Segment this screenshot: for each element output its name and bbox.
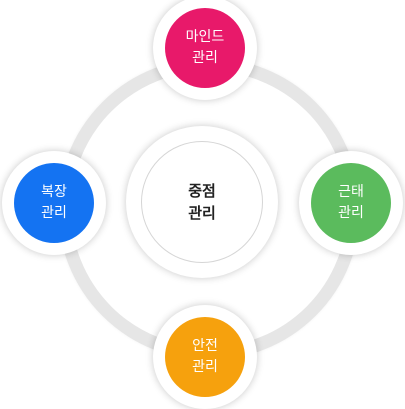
attire-management-node: 복장 관리 xyxy=(14,163,94,243)
safety-management-node: 안전 관리 xyxy=(165,317,245,397)
mind-management-line1: 마인드 xyxy=(185,29,225,45)
center-node-halo: 중점 관리 xyxy=(126,126,278,278)
safety-management-line2: 관리 xyxy=(192,359,218,375)
attire-management-line1: 복장 xyxy=(41,184,67,200)
mind-management-node: 마인드 관리 xyxy=(165,8,245,88)
mind-management-label: 마인드 관리 xyxy=(186,27,225,69)
attire-management-line2: 관리 xyxy=(41,205,67,221)
mind-management-node-halo: 마인드 관리 xyxy=(153,0,257,100)
attendance-management-label: 근태 관리 xyxy=(338,182,364,224)
center-node-line2: 관리 xyxy=(188,204,216,222)
attendance-management-node-halo: 근태 관리 xyxy=(299,151,403,255)
attendance-management-line1: 근태 xyxy=(338,184,364,200)
center-node-label: 중점 관리 xyxy=(188,180,216,224)
safety-management-node-halo: 안전 관리 xyxy=(153,305,257,409)
safety-management-label: 안전 관리 xyxy=(192,336,218,378)
safety-management-line1: 안전 xyxy=(192,338,218,354)
center-node: 중점 관리 xyxy=(141,141,263,263)
attire-management-node-halo: 복장 관리 xyxy=(2,151,106,255)
center-node-line1: 중점 xyxy=(188,182,216,200)
attendance-management-line2: 관리 xyxy=(338,205,364,221)
mind-management-line2: 관리 xyxy=(192,50,218,66)
attire-management-label: 복장 관리 xyxy=(41,182,67,224)
attendance-management-node: 근태 관리 xyxy=(311,163,391,243)
